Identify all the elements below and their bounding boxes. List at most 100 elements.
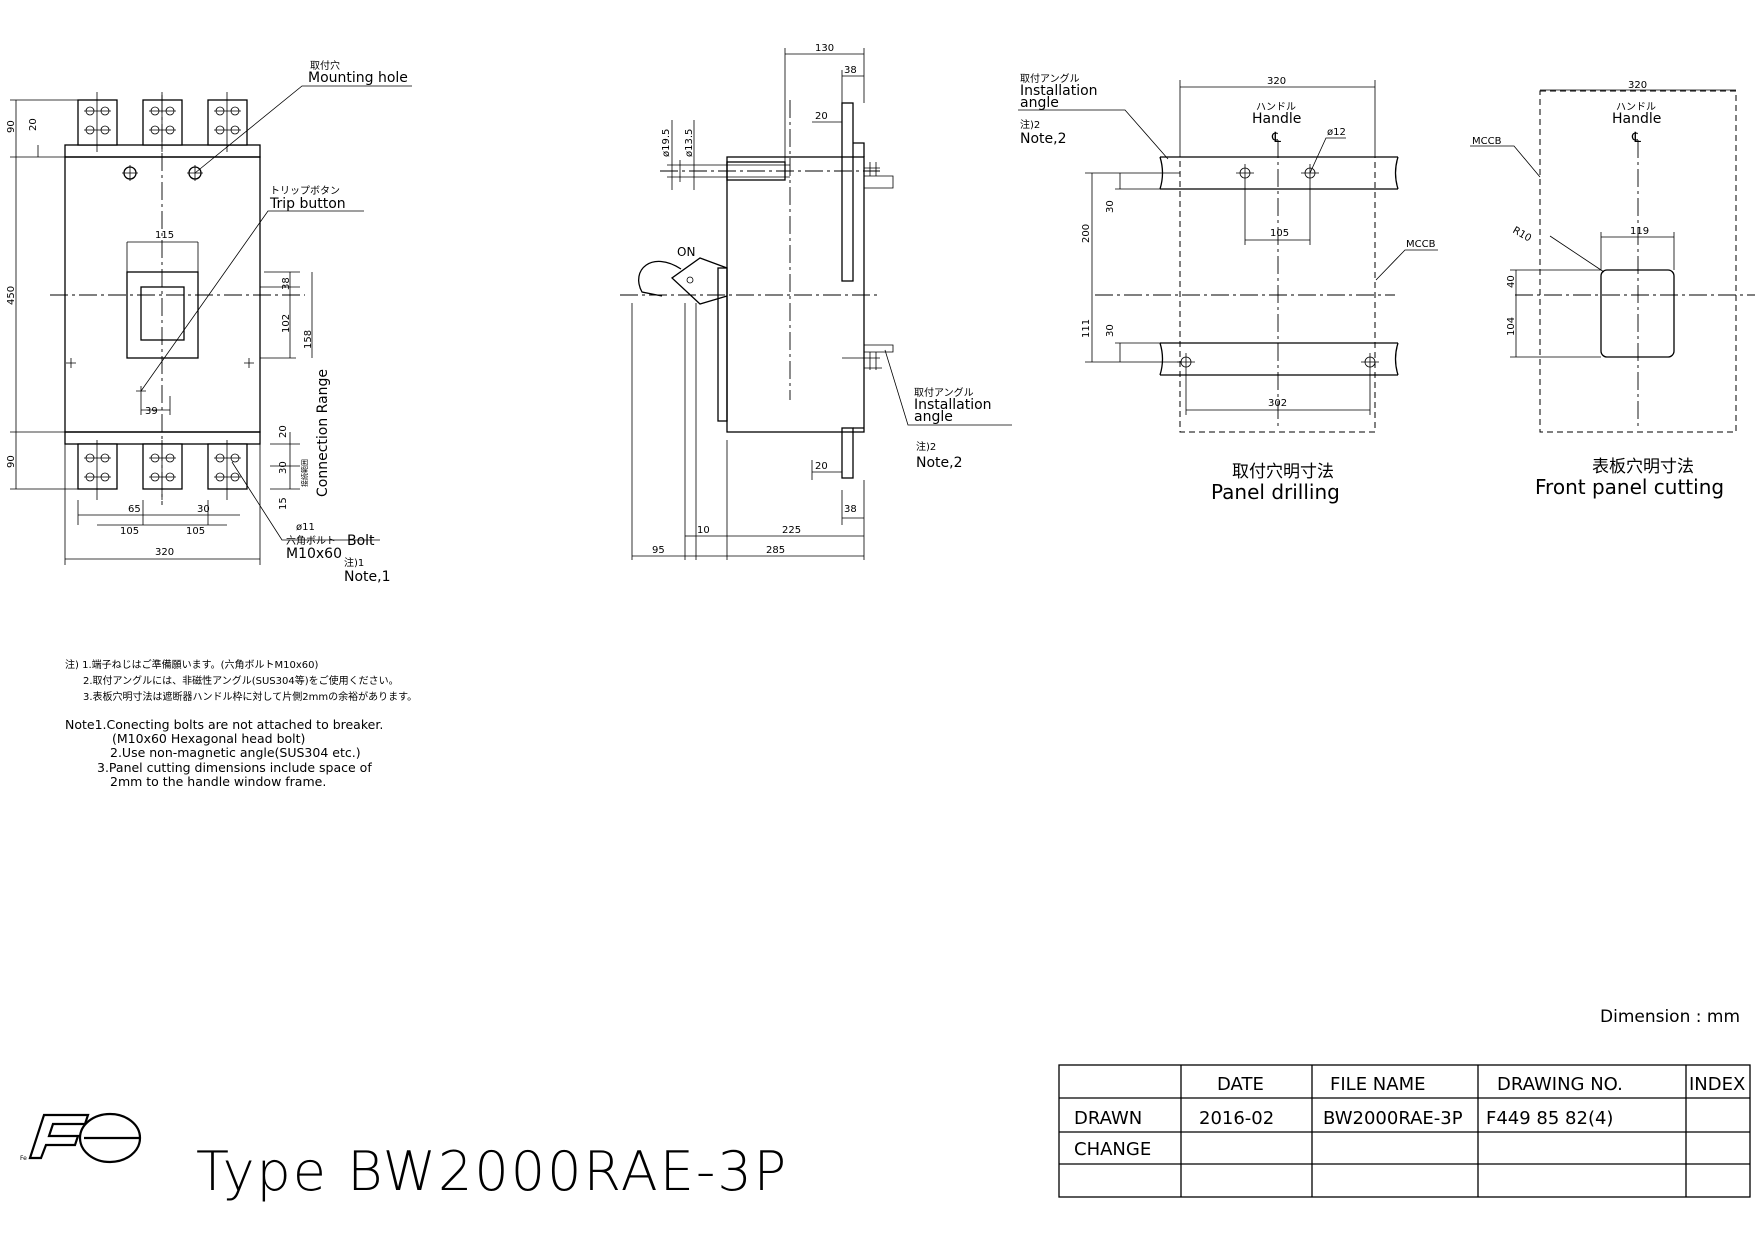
drill-cl-symbol: ℄	[1271, 130, 1281, 146]
cut-cl-symbol: ℄	[1631, 130, 1641, 146]
bottom-terminals	[64, 431, 261, 500]
dim-105-drill: 105	[1270, 228, 1289, 239]
logo-text: Fe	[20, 1155, 27, 1162]
trip-button-en: Trip button	[269, 196, 346, 212]
mounting-hole-en: Mounting hole	[308, 70, 408, 86]
dim-30-drill-a: 30	[1105, 200, 1116, 213]
cut-radius: R10	[1511, 225, 1534, 244]
drill-angle-jp: 取付アングル	[1020, 72, 1080, 85]
dim-95: 95	[652, 545, 665, 556]
note-jp-3: 3.表板穴明寸法は遮断器ハンドル枠に対して片側2mmの余裕があります。	[83, 690, 417, 703]
side-angle-en-2: angle	[914, 409, 953, 425]
drill-title-en: Panel drilling	[1211, 480, 1340, 504]
note-en-5: 2mm to the handle window frame.	[110, 774, 326, 789]
tb-header-index: INDEX	[1689, 1074, 1745, 1095]
tb-header-drawing-no: DRAWING NO.	[1497, 1074, 1623, 1095]
connection-range-jp: 接続範囲	[300, 459, 309, 487]
drill-note2-en: Note,2	[1020, 131, 1067, 147]
cut-mccb: MCCB	[1472, 136, 1502, 147]
cut-handle-en: Handle	[1612, 111, 1661, 127]
front-view: 90 20 450 90 115 38 102 158 39 20 30 15 …	[6, 59, 412, 585]
drill-angle-en-2: angle	[1020, 95, 1059, 111]
cut-title-en: Front panel cutting	[1535, 475, 1724, 499]
trip-button-jp: トリップボタン	[270, 185, 340, 197]
dim-130: 130	[815, 43, 834, 54]
on-label: ON	[677, 245, 695, 259]
dim-38-top: 38	[844, 65, 857, 76]
tb-row-drawn-file: BW2000RAE-3P	[1323, 1108, 1463, 1129]
note-en-3: 2.Use non-magnetic angle(SUS304 etc.)	[110, 745, 361, 760]
top-terminals	[64, 92, 261, 158]
panel-drilling-view: 320 30 200 105 30 111 302 取付アングル Install…	[1018, 72, 1438, 504]
dim-10: 10	[697, 525, 710, 536]
dim-450: 450	[6, 286, 17, 305]
model-title: Type BW2000RAE-3P	[196, 1140, 788, 1203]
dim-320-cut: 320	[1628, 80, 1647, 91]
drill-mccb: MCCB	[1406, 239, 1436, 250]
tb-row-drawn-label: DRAWN	[1074, 1108, 1142, 1129]
drill-note2-jp: 注)2	[1020, 118, 1040, 131]
dim-105-left: 105	[120, 526, 139, 537]
side-note2-en: Note,2	[916, 455, 963, 471]
dim-65: 65	[128, 504, 141, 515]
dim-dia195: ø19.5	[661, 129, 672, 157]
tb-row-change-label: CHANGE	[1074, 1139, 1151, 1160]
side-note2-jp: 注)2	[916, 440, 936, 453]
note-en-2: (M10x60 Hexagonal head bolt)	[112, 731, 305, 746]
dim-38: 38	[281, 277, 292, 290]
hole-dia-12: ø12	[1327, 127, 1346, 138]
note1-jp: 注)1	[344, 556, 364, 569]
drill-title-jp: 取付穴明寸法	[1232, 462, 1334, 482]
dim-dia135: ø13.5	[684, 129, 695, 157]
bolt-dia: ø11	[296, 522, 315, 533]
dim-320-front: 320	[155, 547, 174, 558]
cut-title-jp: 表板穴明寸法	[1592, 457, 1694, 477]
dim-104: 104	[1506, 317, 1517, 336]
dim-225: 225	[782, 525, 801, 536]
drill-handle-jp: ハンドル	[1256, 102, 1296, 113]
note-en-4: 3.Panel cutting dimensions include space…	[97, 760, 372, 775]
dim-119: 119	[1630, 226, 1649, 237]
dim-30-bottom: 30	[197, 504, 210, 515]
dim-20-top: 20	[28, 118, 39, 131]
tb-header-date: DATE	[1217, 1074, 1264, 1095]
bolt-size: M10x60	[286, 546, 342, 562]
dim-115: 115	[155, 230, 174, 241]
dimension-unit: Dimension : mm	[1600, 1007, 1740, 1027]
drill-angle-en-1: Installation	[1020, 83, 1098, 99]
dim-111: 111	[1081, 319, 1092, 338]
cut-handle-jp: ハンドル	[1616, 102, 1656, 113]
dim-320-drill: 320	[1267, 76, 1286, 87]
dim-20-right: 20	[278, 425, 289, 438]
dim-102: 102	[281, 314, 292, 333]
dim-302: 302	[1268, 398, 1287, 409]
dim-200: 200	[1081, 224, 1092, 243]
note1-en: Note,1	[344, 569, 391, 585]
dim-285: 285	[766, 545, 785, 556]
note-jp-2: 2.取付アングルには、非磁性アングル(SUS304等)をご使用ください。	[83, 674, 399, 687]
dim-30-drill-b: 30	[1105, 324, 1116, 337]
dim-158: 158	[303, 330, 314, 349]
dim-38-bot: 38	[844, 504, 857, 515]
dim-105-right: 105	[186, 526, 205, 537]
dim-20-top-side: 20	[815, 111, 828, 122]
tb-row-drawn-date: 2016-02	[1199, 1108, 1274, 1129]
tb-row-drawn-drawing-no: F449 85 82(4)	[1486, 1108, 1613, 1129]
bolt-en: Bolt	[347, 533, 375, 549]
side-angle-jp: 取付アングル	[914, 386, 974, 399]
drill-handle-en: Handle	[1252, 111, 1301, 127]
bolt-jp: 六角ボルト	[286, 535, 336, 547]
title-block: DATE FILE NAME DRAWING NO. INDEX DRAWN 2…	[1058, 1064, 1751, 1198]
mounting-hole-jp: 取付穴	[310, 59, 340, 72]
breaker-side-body	[726, 156, 865, 433]
breaker-body	[64, 156, 261, 433]
note-jp-1: 注) 1.端子ねじはご準備願います。(六角ボルトM10x60)	[65, 658, 319, 671]
tb-header-file: FILE NAME	[1330, 1074, 1425, 1095]
side-angle-en-1: Installation	[914, 397, 992, 413]
notes-block: 注) 1.端子ねじはご準備願います。(六角ボルトM10x60) 2.取付アングル…	[65, 658, 417, 789]
side-view: 130 38 20 ø19.5 ø13.5 20 38 10 225 95 28…	[620, 43, 1012, 560]
note-en-1: Note1.Conecting bolts are not attached t…	[65, 717, 383, 732]
dim-90-bot: 90	[6, 455, 17, 468]
dim-40: 40	[1506, 275, 1517, 288]
